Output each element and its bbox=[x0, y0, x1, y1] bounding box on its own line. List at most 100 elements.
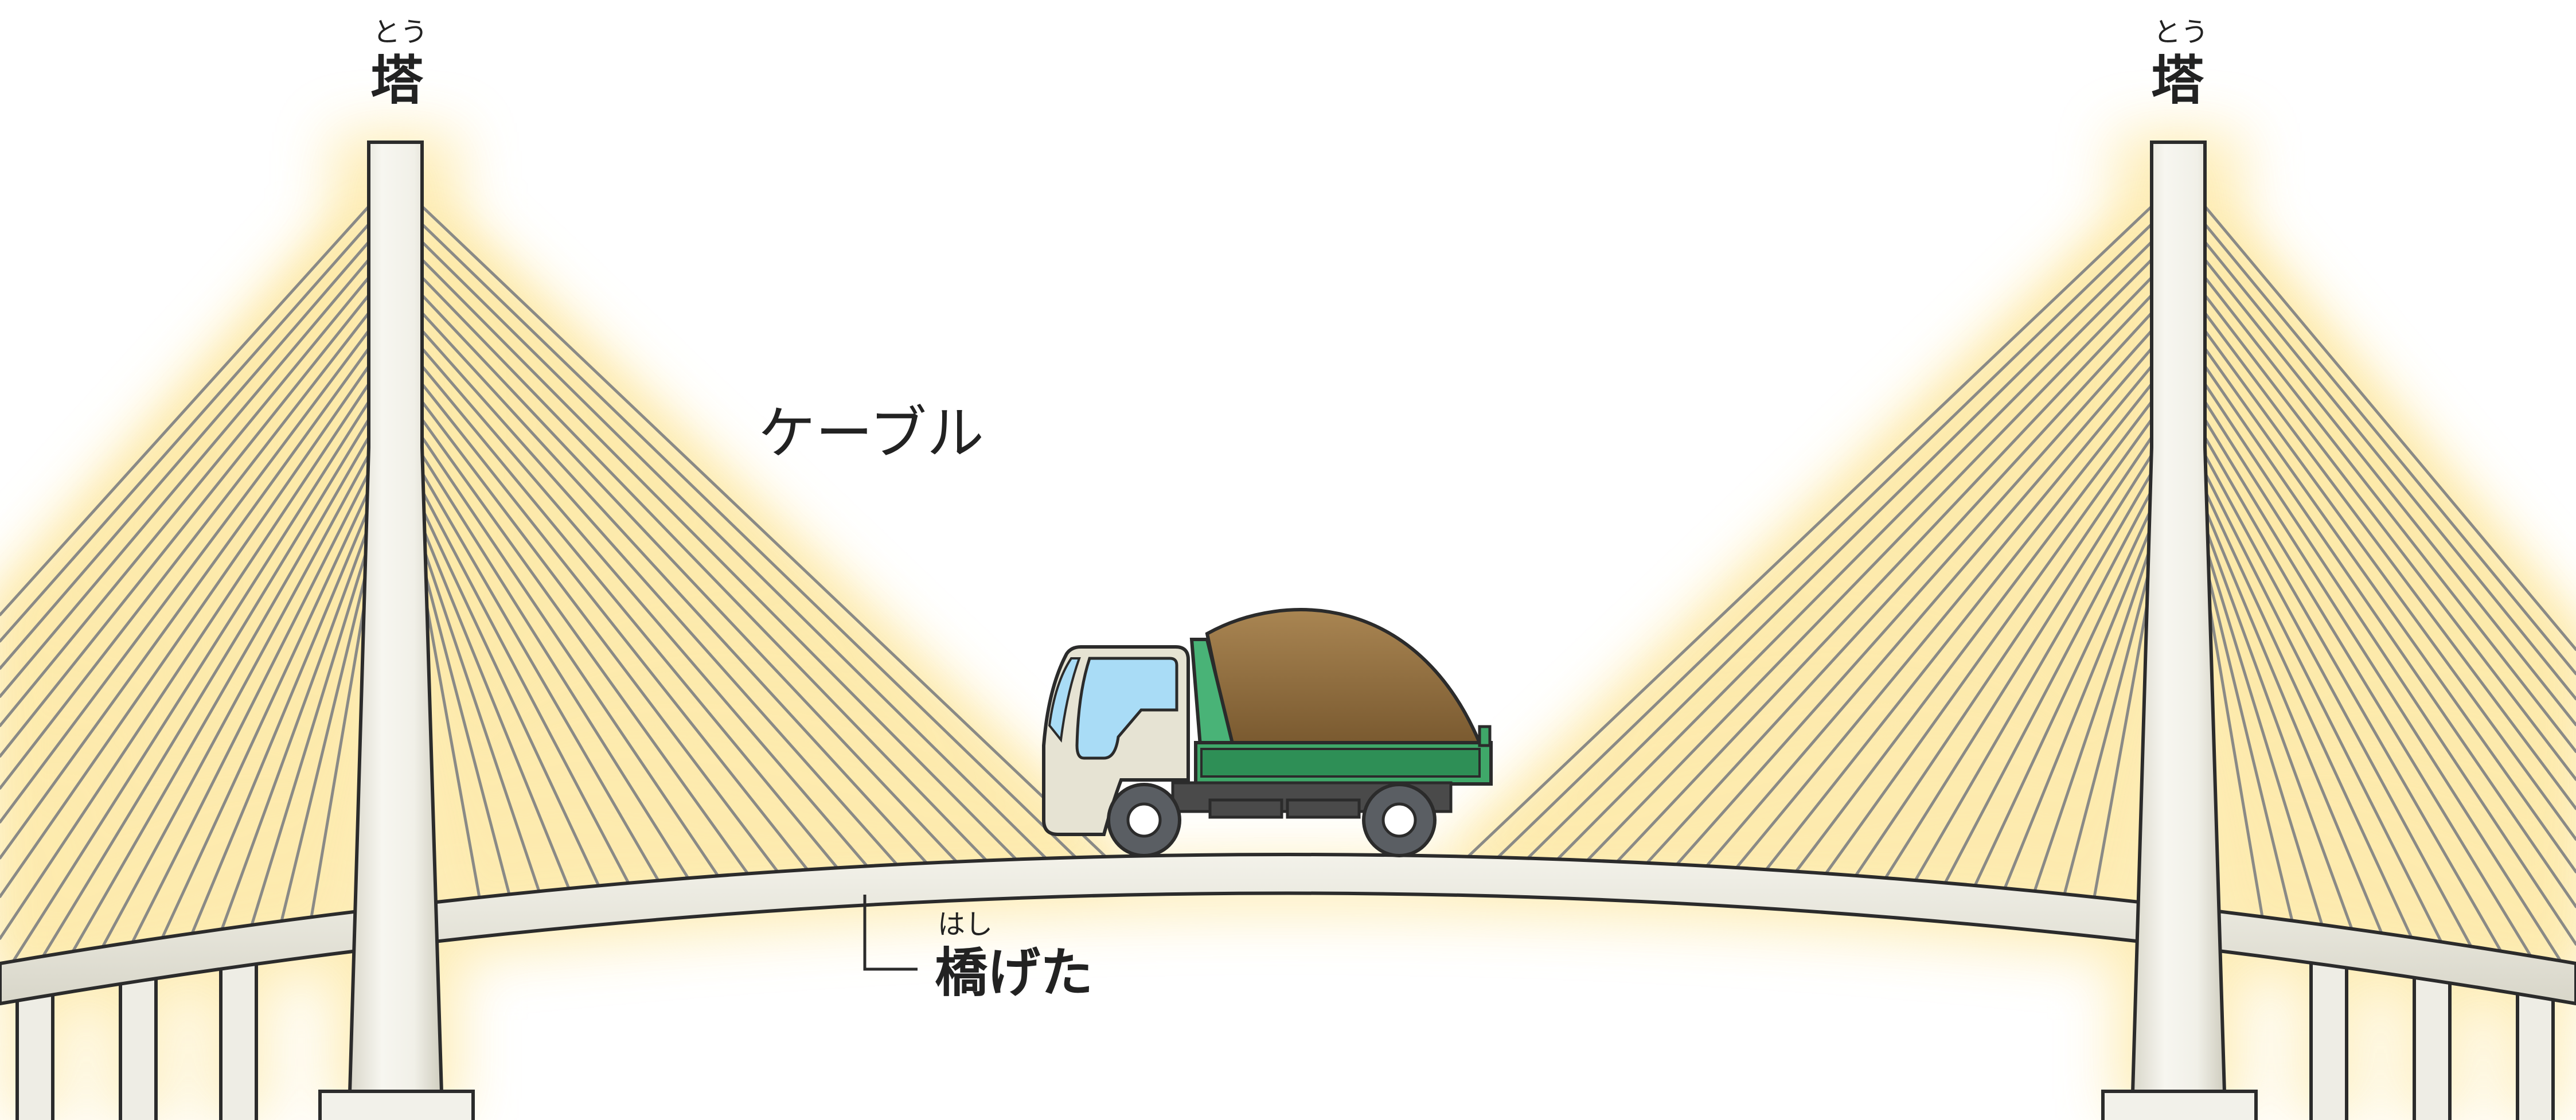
cable bbox=[2203, 489, 2413, 939]
cable bbox=[2203, 311, 2576, 810]
cable bbox=[280, 560, 370, 923]
cable bbox=[2203, 365, 2576, 908]
cable bbox=[420, 311, 928, 865]
cable bbox=[1526, 240, 2153, 860]
tower-right bbox=[2101, 141, 2258, 1120]
cable bbox=[1556, 258, 2153, 861]
label-tower-right: とう 塔 bbox=[2151, 16, 2208, 111]
tower-right-ruby: とう bbox=[2153, 16, 2208, 48]
cable bbox=[2203, 506, 2383, 935]
cable bbox=[420, 417, 750, 875]
girder-label: 橋げた bbox=[935, 942, 1093, 1004]
cable bbox=[0, 258, 370, 698]
cable bbox=[420, 223, 1078, 859]
cable bbox=[1854, 435, 2153, 877]
cable bbox=[0, 276, 370, 727]
cable bbox=[420, 240, 1048, 860]
cable bbox=[0, 311, 370, 790]
cable bbox=[1615, 294, 2153, 863]
cable bbox=[0, 223, 370, 643]
cable bbox=[250, 542, 370, 927]
cable bbox=[0, 240, 370, 670]
cable bbox=[2203, 240, 2576, 701]
cable bbox=[0, 383, 370, 940]
cable bbox=[2203, 276, 2576, 754]
cable bbox=[420, 506, 600, 887]
truck-wheel-rear bbox=[1362, 783, 1437, 857]
cable bbox=[420, 205, 1107, 858]
cable bbox=[2203, 471, 2443, 943]
cable bbox=[1973, 506, 2153, 887]
truck-window bbox=[1075, 657, 1178, 760]
cable bbox=[2203, 383, 2576, 946]
cable bbox=[0, 294, 370, 758]
cable bbox=[2203, 542, 2324, 926]
cable bbox=[0, 205, 370, 616]
tower-left-label: 塔 bbox=[370, 50, 424, 111]
deck-pier bbox=[219, 957, 258, 1120]
cable bbox=[1496, 223, 2153, 859]
cable bbox=[420, 383, 809, 871]
cable bbox=[2203, 258, 2576, 727]
cable bbox=[2003, 524, 2153, 890]
cable bbox=[420, 365, 839, 869]
cable bbox=[0, 329, 370, 824]
cable bbox=[420, 347, 869, 868]
cable bbox=[1794, 400, 2153, 873]
cable bbox=[2203, 347, 2576, 873]
cable bbox=[1586, 276, 2153, 862]
cable bbox=[71, 435, 370, 953]
girder-ruby: はし bbox=[938, 908, 993, 941]
cable bbox=[190, 506, 370, 935]
cable bbox=[2203, 577, 2264, 919]
cable bbox=[220, 524, 370, 931]
cable bbox=[2203, 223, 2576, 676]
cable bbox=[420, 294, 958, 864]
cable bbox=[1735, 365, 2153, 869]
deck-pier bbox=[119, 971, 158, 1120]
cable bbox=[2033, 542, 2153, 893]
cable bbox=[2203, 329, 2576, 841]
deck-pier bbox=[2413, 970, 2452, 1120]
cable bbox=[1943, 489, 2153, 884]
cable bbox=[101, 453, 370, 949]
cable bbox=[0, 365, 370, 898]
cable bbox=[1824, 417, 2153, 875]
truck-wheel-front bbox=[1107, 783, 1181, 857]
cable bbox=[420, 542, 541, 893]
truck-load bbox=[1205, 608, 1482, 744]
cable bbox=[2203, 453, 2473, 948]
cable bbox=[310, 577, 370, 919]
cable bbox=[2063, 560, 2153, 896]
cable bbox=[1765, 383, 2153, 871]
cable bbox=[1675, 329, 2153, 866]
cable bbox=[11, 400, 370, 963]
deck-pier bbox=[15, 987, 54, 1120]
cable bbox=[420, 577, 481, 899]
cable bbox=[420, 489, 630, 885]
cable bbox=[1645, 311, 2153, 865]
cable bbox=[2203, 205, 2576, 651]
tower-left bbox=[318, 141, 475, 1120]
cable bbox=[420, 276, 988, 862]
cable bbox=[420, 560, 511, 896]
cable bbox=[420, 524, 571, 890]
cables bbox=[0, 205, 2576, 963]
cable bbox=[2203, 524, 2353, 931]
cable bbox=[2093, 577, 2153, 899]
cable bbox=[420, 435, 720, 877]
cable bbox=[1914, 471, 2153, 882]
tower-left-ruby: とう bbox=[373, 16, 428, 48]
deck-pier bbox=[2516, 986, 2555, 1120]
tower-right-label: 塔 bbox=[2151, 50, 2204, 111]
cable bbox=[2203, 417, 2532, 958]
cable bbox=[420, 471, 660, 882]
cable bbox=[41, 417, 370, 958]
cable-label: ケーブル bbox=[758, 400, 984, 467]
cable bbox=[2203, 294, 2576, 781]
label-tower-left: とう 塔 bbox=[370, 16, 428, 111]
deck-pier bbox=[2309, 955, 2348, 1120]
label-girder: はし 橋げた bbox=[935, 908, 1093, 1004]
cable bbox=[420, 453, 690, 880]
